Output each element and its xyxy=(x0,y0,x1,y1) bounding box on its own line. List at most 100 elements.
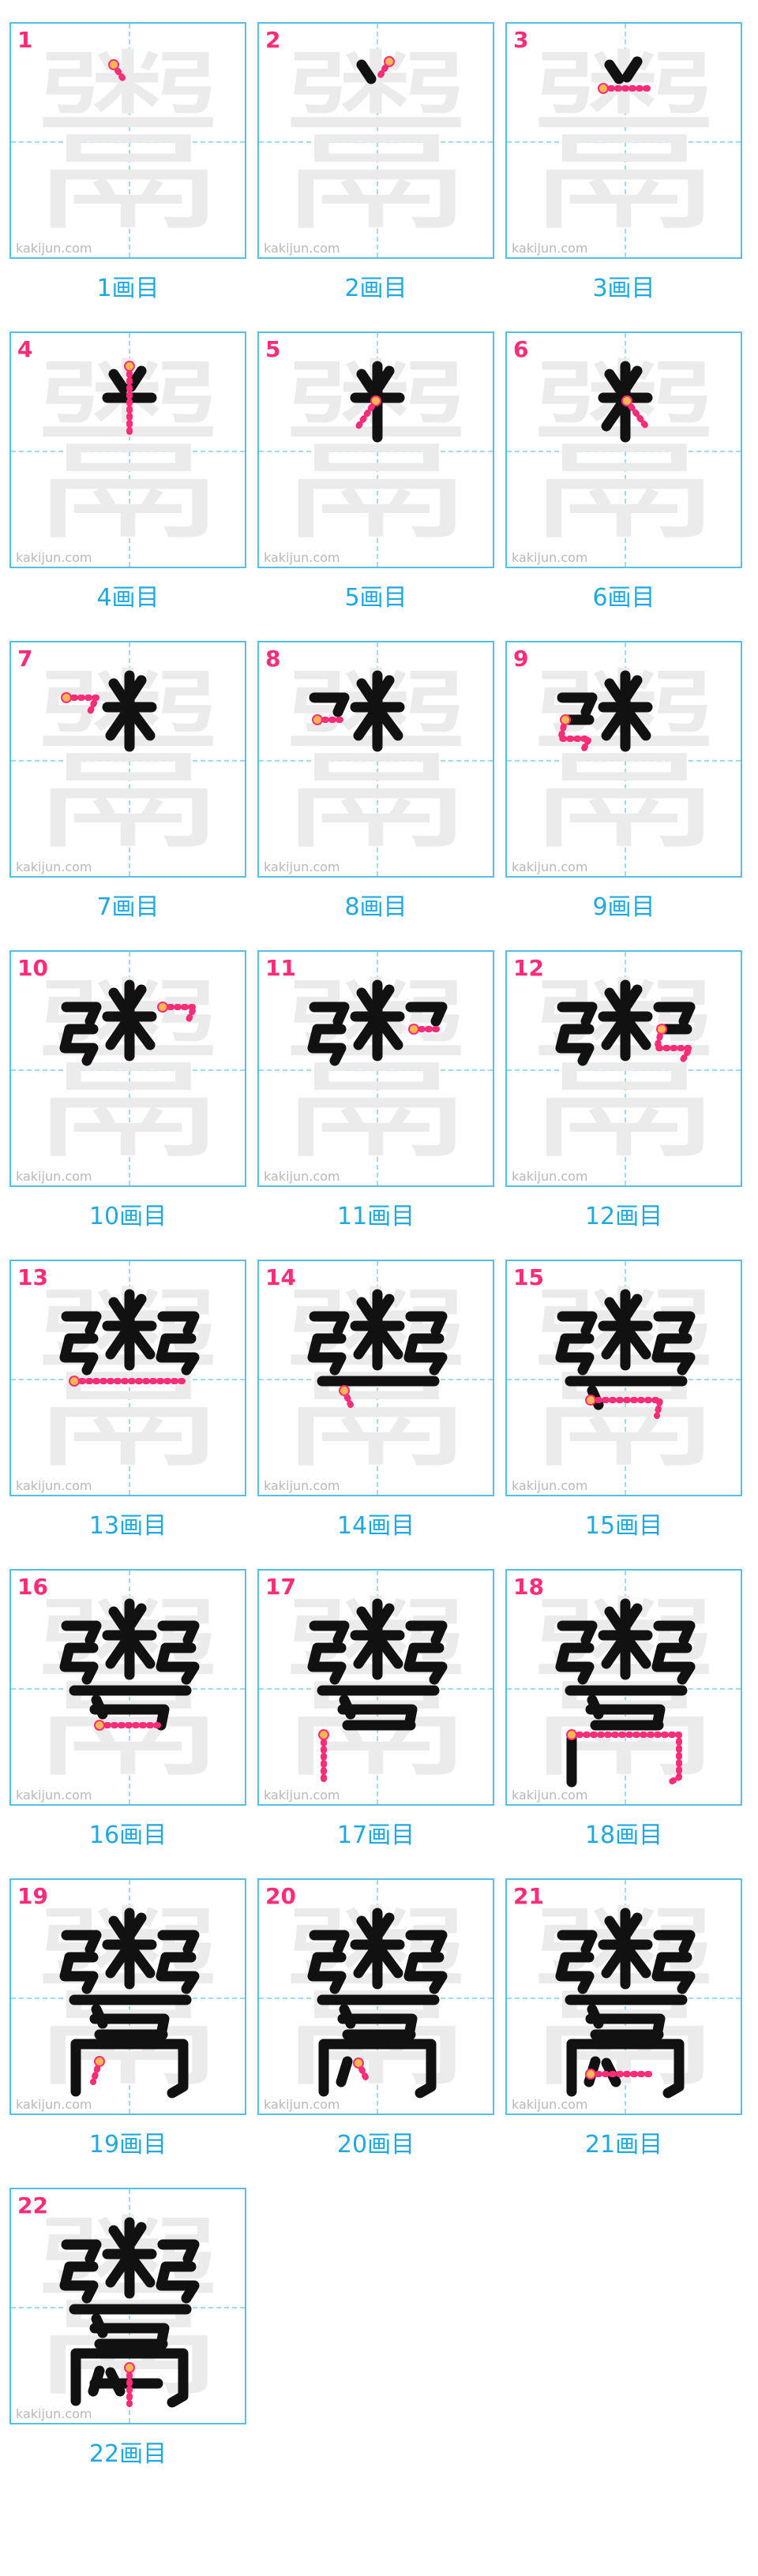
completed-stroke xyxy=(356,369,377,394)
completed-stroke xyxy=(557,692,598,717)
stroke-drawing xyxy=(59,1289,200,1387)
completed-stroke xyxy=(105,705,133,741)
stroke-drawing xyxy=(598,361,653,443)
completed-stroke xyxy=(653,1311,696,1336)
completed-stroke xyxy=(601,705,629,741)
stroke-number: 16 xyxy=(17,1574,48,1600)
completed-stroke xyxy=(651,1952,696,1994)
completed-stroke xyxy=(405,1620,448,1646)
completed-stroke xyxy=(651,1642,696,1685)
completed-stroke xyxy=(105,1014,133,1050)
stroke-number: 15 xyxy=(513,1264,544,1290)
completed-stroke xyxy=(356,987,377,1013)
completed-stroke xyxy=(604,1297,625,1322)
stroke-caption: 12画目 xyxy=(584,1203,663,1230)
current-stroke xyxy=(568,1732,682,1787)
completed-stroke xyxy=(126,1324,156,1360)
completed-stroke xyxy=(604,678,625,703)
vertical-guide-line xyxy=(377,333,378,567)
completed-stroke xyxy=(70,2039,189,2099)
stroke-caption: 22画目 xyxy=(88,2440,167,2468)
horizontal-guide-line xyxy=(507,760,741,762)
watermark: kakijun.com xyxy=(264,1169,340,1184)
stroke-number: 2 xyxy=(265,27,281,53)
stroke-caption: 9画目 xyxy=(592,893,655,921)
current-stroke xyxy=(654,1026,693,1064)
watermark: kakijun.com xyxy=(16,2406,92,2421)
completed-stroke xyxy=(601,1633,629,1669)
stroke-drawing xyxy=(307,1289,448,1408)
stroke-caption: 16画目 xyxy=(88,1822,167,1849)
stroke-number: 8 xyxy=(265,646,281,672)
stroke-start-dot xyxy=(108,59,119,70)
stroke-number: 3 xyxy=(513,27,529,53)
vertical-guide-line xyxy=(129,952,130,1185)
completed-stroke xyxy=(356,1297,377,1322)
stroke-drawing xyxy=(309,670,405,752)
stroke-start-dot xyxy=(621,395,632,406)
stroke-start-dot xyxy=(124,361,135,372)
stroke-drawing xyxy=(555,1289,696,1419)
completed-stroke xyxy=(61,1311,102,1336)
completed-stroke xyxy=(353,705,381,741)
completed-stroke xyxy=(356,1915,377,1941)
completed-stroke xyxy=(557,1311,598,1336)
completed-stroke xyxy=(105,1942,133,1979)
stroke-number: 21 xyxy=(513,1883,544,1909)
stroke-drawing xyxy=(61,670,157,752)
stroke-start-dot xyxy=(560,714,571,725)
completed-stroke xyxy=(373,1633,403,1669)
stroke-caption: 20画目 xyxy=(336,2131,415,2159)
stroke-number: 6 xyxy=(513,336,529,362)
completed-stroke xyxy=(555,1024,595,1066)
completed-stroke xyxy=(126,2252,156,2288)
stroke-drawing xyxy=(598,56,651,94)
completed-stroke xyxy=(566,2039,685,2099)
completed-stroke xyxy=(403,1642,448,1685)
stroke-start-dot xyxy=(585,2069,596,2080)
watermark: kakijun.com xyxy=(264,1478,340,1493)
completed-stroke xyxy=(307,1333,347,1376)
vertical-guide-line xyxy=(625,24,626,257)
completed-stroke xyxy=(61,1002,102,1027)
completed-stroke xyxy=(651,1333,696,1376)
horizontal-guide-line xyxy=(259,451,493,452)
vertical-guide-line xyxy=(377,952,378,1185)
watermark: kakijun.com xyxy=(16,859,92,874)
completed-stroke xyxy=(307,1642,347,1685)
ghost-character: 鬻 xyxy=(29,29,227,259)
completed-stroke xyxy=(336,2056,353,2087)
stroke-start-dot xyxy=(566,1729,577,1740)
watermark: kakijun.com xyxy=(512,1169,588,1184)
completed-stroke xyxy=(604,987,625,1013)
stroke-caption: 14画目 xyxy=(336,1512,415,1540)
completed-stroke xyxy=(621,1014,651,1050)
watermark: kakijun.com xyxy=(512,859,588,874)
completed-stroke xyxy=(604,1606,625,1631)
completed-stroke xyxy=(89,1704,170,1731)
completed-stroke xyxy=(108,1915,129,1941)
stroke-drawing xyxy=(557,670,653,754)
completed-stroke xyxy=(108,987,129,1013)
completed-stroke xyxy=(59,2261,99,2304)
stroke-caption: 2画目 xyxy=(344,275,407,302)
completed-stroke xyxy=(309,1930,350,1955)
completed-stroke xyxy=(653,1620,696,1646)
completed-stroke xyxy=(405,1311,448,1336)
stroke-drawing xyxy=(59,2217,200,2408)
ghost-character: 鬻 xyxy=(525,29,722,259)
stroke-number: 18 xyxy=(513,1574,544,1600)
watermark: kakijun.com xyxy=(16,2097,92,2112)
completed-stroke xyxy=(373,705,403,741)
stroke-drawing xyxy=(555,1598,696,1788)
completed-stroke xyxy=(108,369,129,394)
stroke-drawing xyxy=(59,979,197,1066)
completed-stroke xyxy=(157,1620,200,1646)
completed-stroke xyxy=(108,2225,129,2250)
horizontal-guide-line xyxy=(11,760,245,762)
